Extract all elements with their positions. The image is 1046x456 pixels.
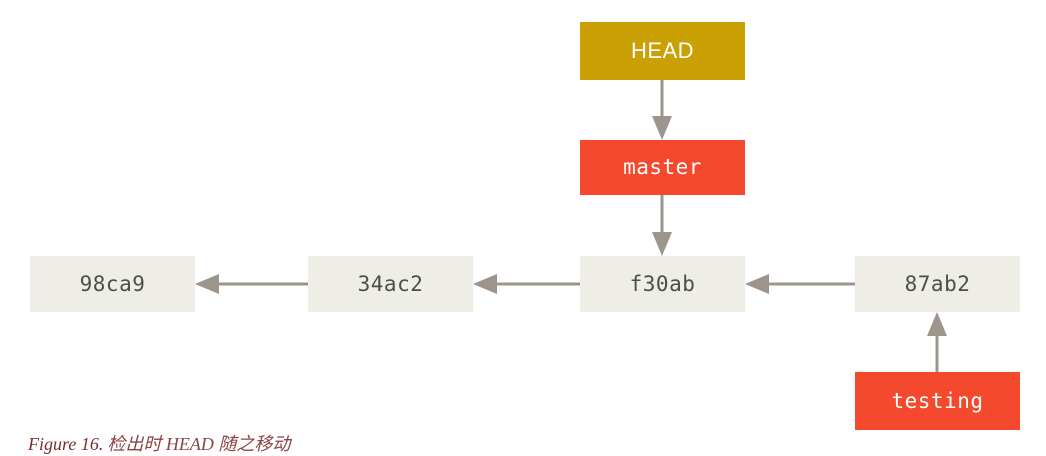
commit-node-f30ab[interactable]: f30ab <box>580 256 745 312</box>
commit-node-34ac2[interactable]: 34ac2 <box>308 256 473 312</box>
edge-head-to-master <box>652 80 672 140</box>
commit-node-87ab2[interactable]: 87ab2 <box>855 256 1020 312</box>
edge-f30ab-to-34ac2 <box>473 274 580 294</box>
commit-node-98ca9[interactable]: 98ca9 <box>30 256 195 312</box>
figure-caption-text: 检出时 HEAD 随之移动 <box>107 434 291 454</box>
figure-caption-label: Figure 16. <box>28 434 104 454</box>
head-label: HEAD <box>630 38 695 63</box>
branch-label: master <box>623 155 702 179</box>
commit-label: 87ab2 <box>904 271 971 296</box>
branch-node-testing[interactable]: testing <box>855 372 1020 430</box>
commit-label: 34ac2 <box>357 271 424 296</box>
commit-label: f30ab <box>629 271 696 296</box>
edge-master-to-f30ab <box>652 195 672 256</box>
branch-label: testing <box>891 388 984 413</box>
edge-testing-to-87ab2 <box>927 312 947 372</box>
edge-87ab2-to-f30ab <box>745 274 855 294</box>
branch-node-master[interactable]: master <box>580 140 745 195</box>
head-pointer-node[interactable]: HEAD <box>580 22 745 80</box>
edge-34ac2-to-98ca9 <box>195 274 308 294</box>
commit-label: 98ca9 <box>79 271 146 296</box>
figure-caption: Figure 16.检出时 HEAD 随之移动 <box>28 430 290 456</box>
